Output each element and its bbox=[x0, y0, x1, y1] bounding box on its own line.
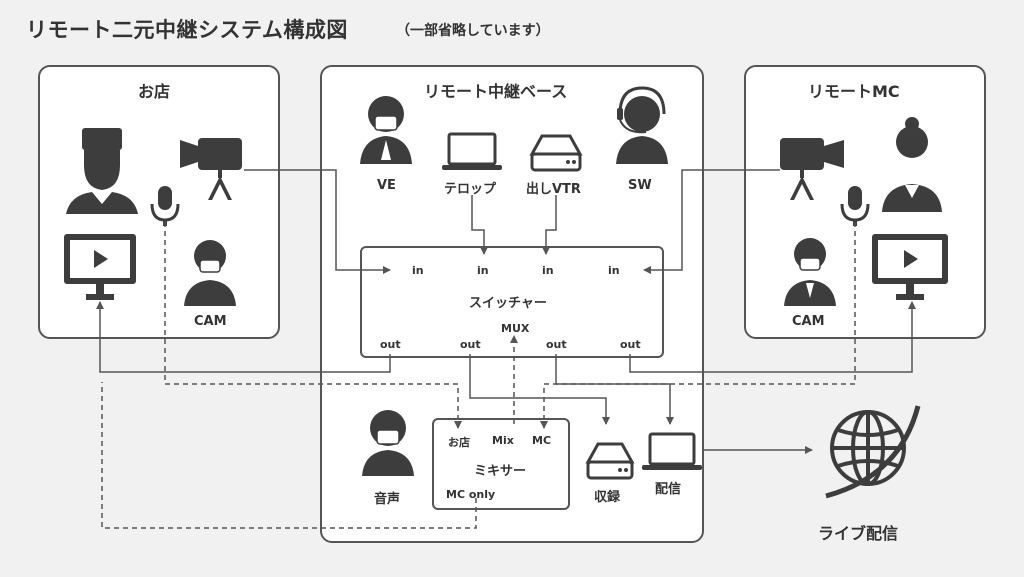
remote-cameraman-icon bbox=[784, 238, 836, 306]
sw-operator-headset-icon bbox=[616, 86, 668, 164]
switcher-out-2: out bbox=[460, 338, 481, 351]
microphone-icon bbox=[150, 186, 180, 226]
ve-label: VE bbox=[377, 178, 396, 193]
remote-mc-box bbox=[744, 65, 986, 339]
distribute-label: 配信 bbox=[655, 482, 682, 497]
audio-lines bbox=[101, 222, 856, 529]
chef-icon bbox=[66, 128, 138, 214]
mixer-mc-only: MC only bbox=[446, 488, 496, 501]
mixer-label: ミキサー bbox=[474, 464, 527, 479]
store-label: お店 bbox=[138, 82, 171, 101]
mixer-in-mc: MC bbox=[532, 434, 552, 447]
switcher-out-1: out bbox=[380, 338, 401, 351]
mixer-box bbox=[432, 418, 570, 510]
switcher-label: スイッチャー bbox=[469, 296, 547, 311]
remote-microphone-icon bbox=[840, 186, 870, 226]
telop-label: テロップ bbox=[444, 182, 497, 197]
mixer-in-mix: Mix bbox=[492, 434, 514, 447]
switcher-mux: MUX bbox=[501, 322, 530, 335]
switcher-out-4: out bbox=[620, 338, 641, 351]
remote-cam-label: CAM bbox=[792, 314, 825, 329]
remote-camera-icon bbox=[780, 138, 844, 200]
switcher-in-4: in bbox=[608, 264, 620, 277]
recorder-icon bbox=[585, 442, 635, 480]
ve-person-icon bbox=[360, 96, 412, 164]
signal-lines bbox=[96, 169, 916, 454]
diagram-subtitle: （一部省略しています） bbox=[396, 23, 550, 39]
remote-mc-label: リモートMC bbox=[808, 82, 900, 101]
live-streaming-label: ライブ配信 bbox=[818, 524, 899, 543]
switcher-in-2: in bbox=[477, 264, 489, 277]
camera-icon bbox=[180, 138, 242, 200]
base-label: リモート中継ベース bbox=[424, 82, 568, 101]
monitor-icon bbox=[64, 234, 136, 300]
vtr-label: 出しVTR bbox=[526, 182, 581, 197]
mixer-in-store: お店 bbox=[448, 436, 470, 449]
globe-icon bbox=[825, 405, 921, 499]
streaming-laptop-icon bbox=[642, 432, 702, 470]
laptop-icon bbox=[442, 132, 502, 170]
audio-person-icon bbox=[362, 410, 414, 476]
mc-woman-icon bbox=[882, 117, 942, 212]
vtr-deck-icon bbox=[529, 134, 583, 172]
switcher-out-3: out bbox=[546, 338, 567, 351]
remote-monitor-icon bbox=[872, 234, 948, 300]
switcher-in-3: in bbox=[542, 264, 554, 277]
record-label: 収録 bbox=[594, 490, 621, 505]
cameraman-icon bbox=[184, 240, 236, 306]
store-cam-label: CAM bbox=[194, 314, 227, 329]
switcher-in-1: in bbox=[412, 264, 424, 277]
audio-label: 音声 bbox=[374, 492, 401, 507]
diagram-title: リモート二元中継システム構成図 bbox=[26, 18, 348, 42]
sw-label: SW bbox=[628, 178, 652, 193]
